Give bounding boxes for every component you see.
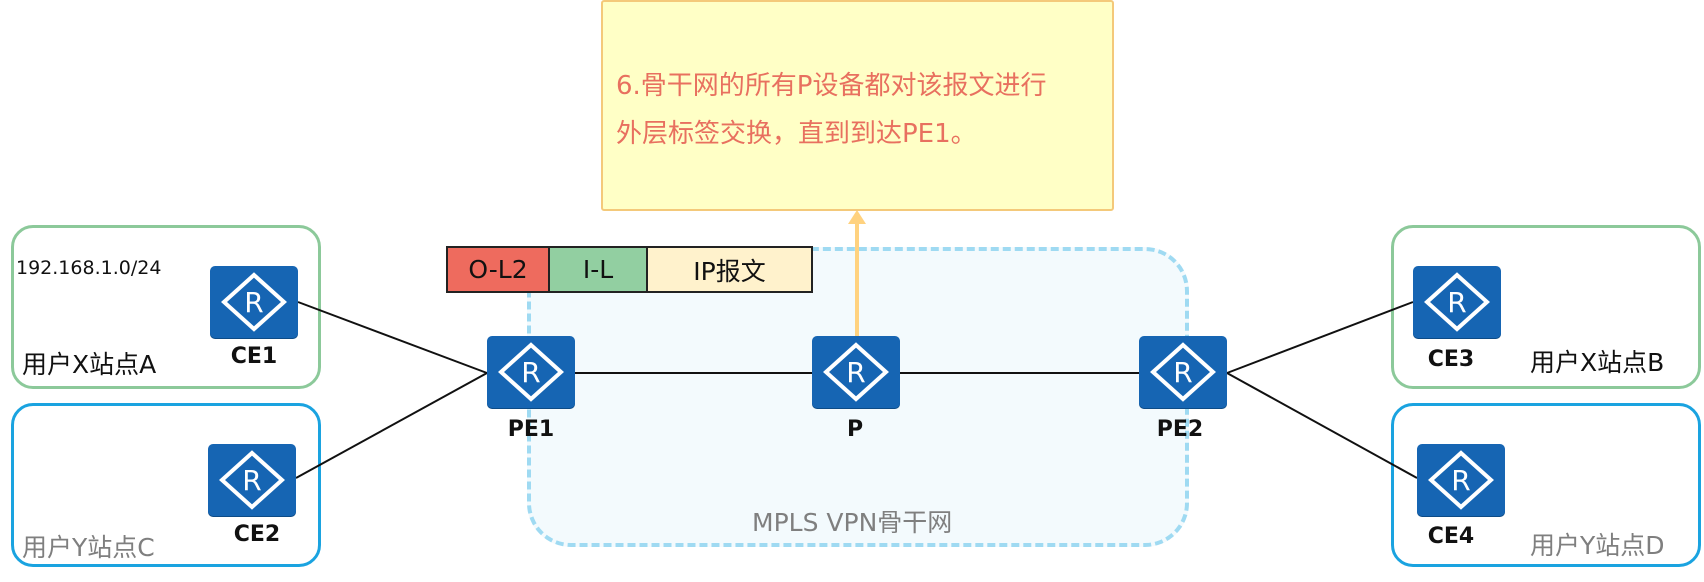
router-pe2[interactable]: R — [1139, 336, 1227, 408]
step-note: 6.骨干网的所有P设备都对该报文进行 外层标签交换，直到到达PE1。 — [601, 0, 1114, 211]
router-ce3[interactable]: R — [1413, 266, 1501, 338]
device-label-ce4: CE4 — [1427, 524, 1475, 549]
svg-text:R: R — [1451, 464, 1470, 497]
site-label-y-d: 用户Y站点D — [1530, 531, 1665, 560]
link-pe2-ce4 — [1226, 372, 1418, 479]
link-ce2-pe1 — [295, 372, 488, 479]
packet-outer-label: O-L2 — [446, 246, 550, 293]
device-label-p: P — [846, 417, 864, 442]
router-icon: R — [1150, 342, 1216, 402]
svg-text:R: R — [846, 356, 865, 389]
router-icon: R — [221, 272, 287, 332]
svg-text:R: R — [1447, 286, 1466, 319]
router-icon: R — [823, 342, 889, 402]
backbone-label: MPLS VPN骨干网 — [752, 508, 953, 537]
router-icon: R — [498, 342, 564, 402]
packet-payload: IP报文 — [646, 246, 813, 293]
svg-text:R: R — [521, 356, 540, 389]
link-ce1-pe1 — [297, 301, 488, 374]
device-label-pe2: PE2 — [1156, 417, 1204, 442]
svg-text:R: R — [244, 286, 263, 319]
site-box-y-d — [1391, 403, 1701, 567]
link-pe2-ce3 — [1226, 301, 1414, 374]
step-note-text: 6.骨干网的所有P设备都对该报文进行 外层标签交换，直到到达PE1。 — [616, 62, 1096, 158]
site-box-x-a — [11, 225, 321, 389]
router-ce1[interactable]: R — [210, 266, 298, 338]
site-label-y-c: 用户Y站点C — [22, 533, 155, 562]
packet-inner-label: I-L — [548, 246, 648, 293]
router-p[interactable]: R — [812, 336, 900, 408]
step-note-line1: 6.骨干网的所有P设备都对该报文进行 — [616, 71, 1047, 101]
site-label-x-a: 用户X站点A — [22, 350, 157, 379]
router-icon: R — [219, 450, 285, 510]
device-label-ce2: CE2 — [233, 522, 281, 547]
svg-text:R: R — [242, 464, 261, 497]
router-ce2[interactable]: R — [208, 444, 296, 516]
site-box-x-b — [1391, 225, 1701, 389]
router-ce4[interactable]: R — [1417, 444, 1505, 516]
router-pe1[interactable]: R — [487, 336, 575, 408]
site-label-x-b: 用户X站点B — [1530, 348, 1665, 377]
device-label-pe1: PE1 — [507, 417, 555, 442]
router-icon: R — [1428, 450, 1494, 510]
arrow-up-icon — [848, 210, 866, 337]
device-label-ce1: CE1 — [230, 344, 278, 369]
device-label-ce3: CE3 — [1427, 347, 1475, 372]
svg-text:R: R — [1173, 356, 1192, 389]
step-note-line2: 外层标签交换，直到到达PE1。 — [616, 119, 977, 149]
site-box-y-c — [11, 403, 321, 567]
router-icon: R — [1424, 272, 1490, 332]
subnet-label: 192.168.1.0/24 — [16, 257, 162, 279]
